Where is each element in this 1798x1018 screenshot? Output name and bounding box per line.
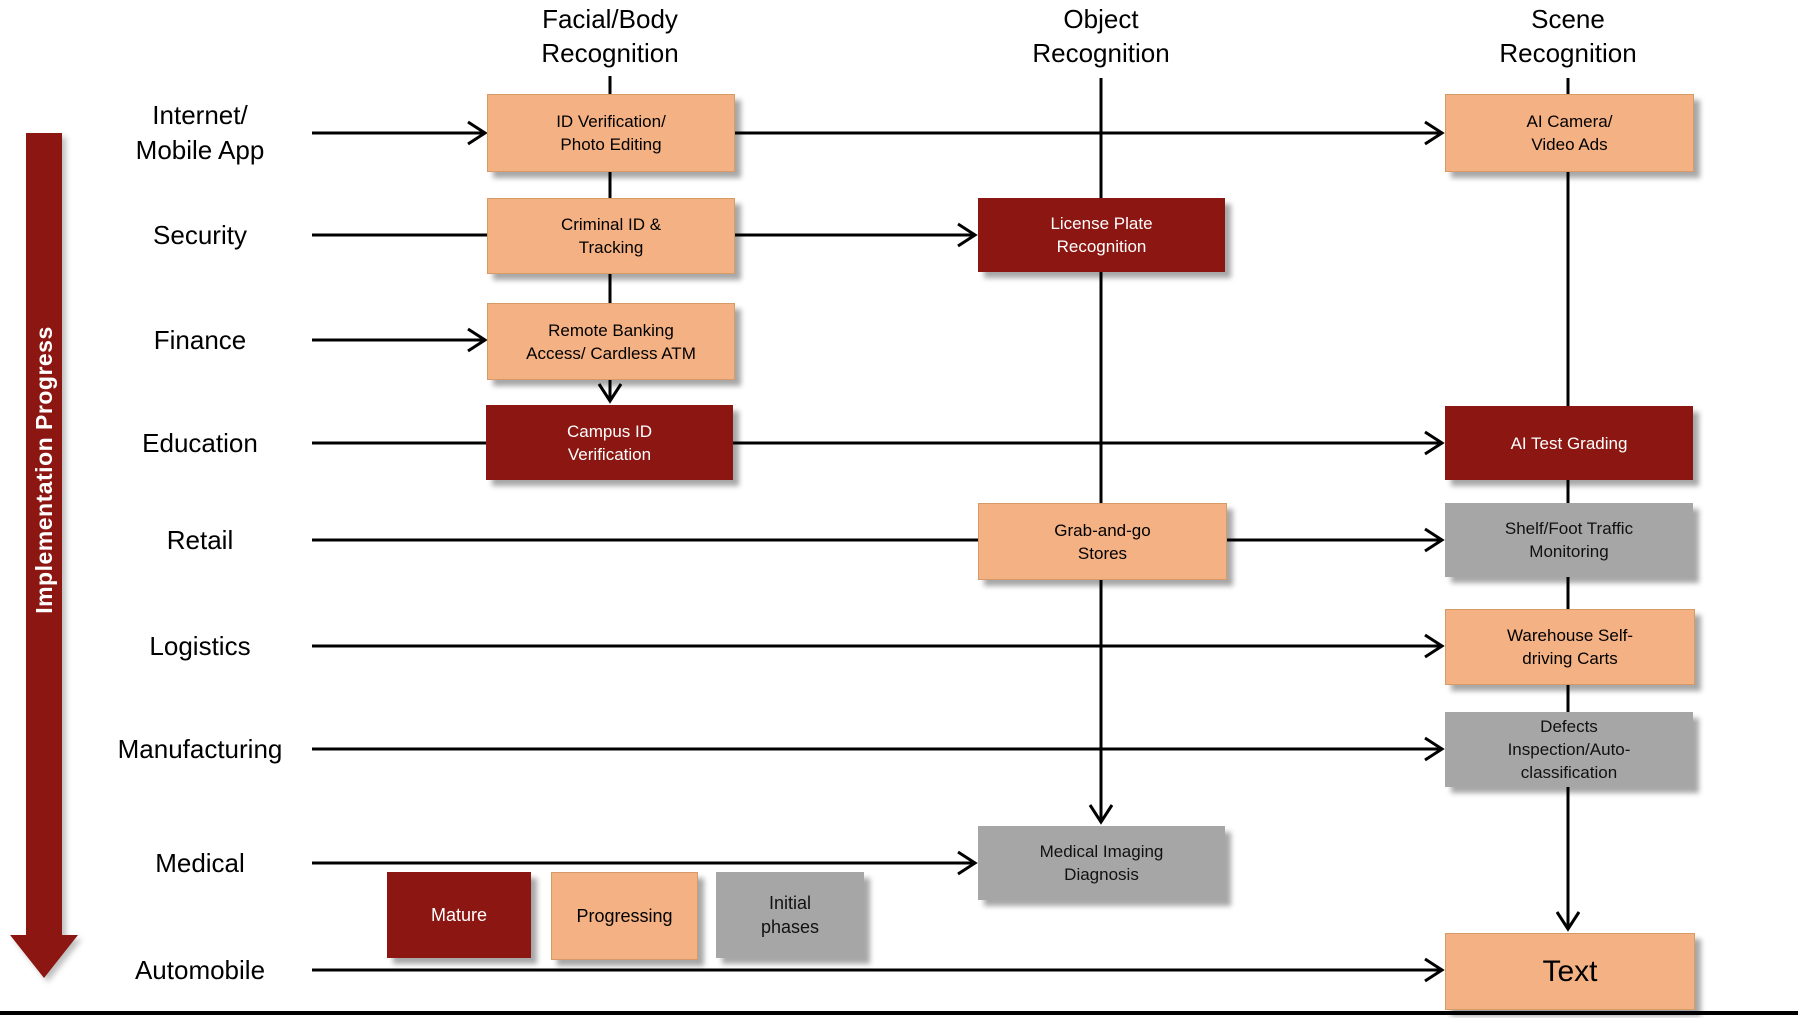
implementation-progress-arrow: [10, 133, 78, 978]
column-header-scene-recognition: Scene Recognition: [1499, 4, 1637, 68]
box-license-plate-recognition: License Plate Recognition: [978, 198, 1225, 272]
row-label-education: Education: [142, 427, 258, 458]
box-warehouse-self-driving-carts: Warehouse Self- driving Carts: [1445, 609, 1695, 685]
box-ai-test-grading: AI Test Grading: [1445, 406, 1693, 480]
row-label-automobile: Automobile: [134, 954, 266, 985]
legend-mature: Mature: [387, 872, 531, 958]
box-automobile-text: Text: [1445, 933, 1695, 1010]
box-medical-imaging-diagnosis: Medical Imaging Diagnosis: [978, 826, 1225, 900]
row-label-finance: Finance: [153, 324, 247, 355]
row-label-logistics: Logistics: [149, 630, 251, 661]
box-remote-banking-cardless-atm: Remote Banking Access/ Cardless ATM: [487, 303, 735, 380]
column-header-object-recognition: Object Recognition: [1032, 4, 1170, 68]
row-label-internet-mobile-app: Internet/ Mobile App: [135, 100, 265, 165]
row-label-retail: Retail: [166, 524, 234, 555]
bottom-border-line: [0, 1011, 1798, 1015]
legend-initial-phases: Initial phases: [716, 872, 864, 958]
box-criminal-id-tracking: Criminal ID & Tracking: [487, 198, 735, 274]
box-campus-id-verification: Campus ID Verification: [486, 405, 733, 480]
box-id-verification-photo-editing: ID Verification/ Photo Editing: [487, 94, 735, 172]
box-ai-camera-video-ads: AI Camera/ Video Ads: [1445, 94, 1694, 172]
column-header-facial-body-recognition: Facial/Body Recognition: [541, 4, 679, 68]
box-shelf-foot-traffic-monitoring: Shelf/Foot Traffic Monitoring: [1445, 503, 1693, 577]
legend-progressing: Progressing: [551, 872, 698, 960]
row-label-medical: Medical: [155, 847, 245, 878]
box-defects-inspection-auto-classification: Defects Inspection/Auto- classification: [1445, 712, 1693, 787]
box-grab-and-go-stores: Grab-and-go Stores: [978, 503, 1227, 580]
row-label-security: Security: [153, 219, 247, 250]
row-label-manufacturing: Manufacturing: [117, 733, 283, 764]
